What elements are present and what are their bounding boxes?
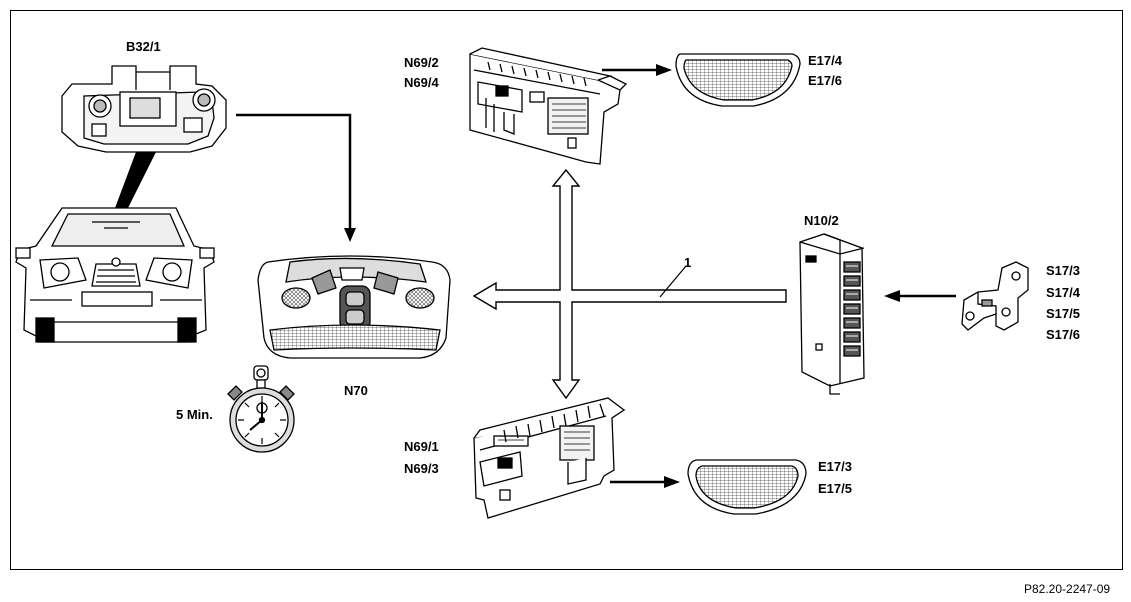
label-n69-2: N69/2 bbox=[404, 55, 439, 70]
arrow-b32-to-n70 bbox=[236, 113, 356, 242]
door-control-module-upper-icon bbox=[469, 47, 628, 165]
overhead-control-panel-icon bbox=[257, 255, 451, 359]
label-callout-1: 1 bbox=[684, 255, 692, 270]
label-n70: N70 bbox=[344, 383, 368, 398]
label-e17-4: E17/4 bbox=[808, 53, 842, 68]
arrow-n69-lower-to-e17 bbox=[610, 476, 680, 488]
label-s17-5: S17/5 bbox=[1046, 306, 1080, 321]
label-e17-6: E17/6 bbox=[808, 73, 842, 88]
label-s17-3: S17/3 bbox=[1046, 263, 1080, 278]
label-n69-1: N69/1 bbox=[404, 439, 439, 454]
label-s17-4: S17/4 bbox=[1046, 285, 1080, 300]
signal-arrows bbox=[472, 168, 787, 400]
car-front-view-icon bbox=[15, 207, 215, 343]
label-e17-3: E17/3 bbox=[818, 459, 852, 474]
label-b32-1: B32/1 bbox=[126, 39, 161, 54]
detail-pointer bbox=[112, 152, 156, 216]
interior-sensor-housing-icon bbox=[61, 65, 227, 153]
callout-leader-1 bbox=[659, 265, 687, 298]
label-s17-6: S17/6 bbox=[1046, 327, 1080, 342]
figure-frame bbox=[10, 10, 1123, 570]
stopwatch-icon bbox=[227, 365, 295, 453]
arrow-s17-to-n10 bbox=[884, 290, 956, 302]
arrow-n69-upper-to-e17 bbox=[602, 64, 672, 76]
label-n69-3: N69/3 bbox=[404, 461, 439, 476]
door-contact-switch-icon bbox=[961, 261, 1029, 331]
label-n10-2: N10/2 bbox=[804, 213, 839, 228]
label-timer: 5 Min. bbox=[176, 407, 213, 422]
door-lamp-lens-upper-icon bbox=[675, 53, 801, 107]
door-control-module-lower-icon bbox=[473, 397, 626, 519]
control-unit-icon bbox=[799, 233, 865, 395]
door-lamp-lens-lower-icon bbox=[687, 459, 807, 515]
label-n69-4: N69/4 bbox=[404, 75, 439, 90]
label-e17-5: E17/5 bbox=[818, 481, 852, 496]
figure-reference: P82.20-2247-09 bbox=[1024, 582, 1111, 596]
